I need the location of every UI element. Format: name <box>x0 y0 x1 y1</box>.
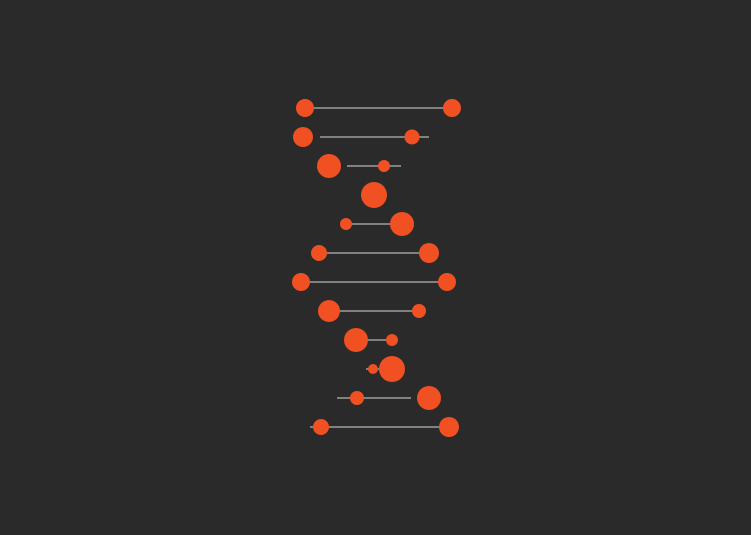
helix-dot-left <box>311 245 327 261</box>
helix-rung <box>310 417 459 437</box>
helix-dot-right <box>417 386 441 410</box>
helix-dot-left <box>293 127 313 147</box>
helix-dot-left <box>317 154 341 178</box>
helix-rung <box>344 328 398 352</box>
helix-rung <box>340 212 414 236</box>
helix-dot-right <box>438 273 456 291</box>
helix-dot-left <box>344 328 368 352</box>
helix-dot-right <box>443 99 461 117</box>
helix-dot-right <box>390 212 414 236</box>
helix-dot-left <box>292 273 310 291</box>
helix-dot-left <box>340 218 352 230</box>
helix-dot-right <box>404 129 420 145</box>
helix-dot-left <box>318 300 340 322</box>
helix-dot-right <box>378 160 390 172</box>
helix-dot-right <box>386 334 398 346</box>
helix-rung <box>318 300 426 322</box>
helix-rung <box>361 182 387 208</box>
helix-rung <box>292 273 456 291</box>
helix-rung <box>293 127 429 147</box>
helix-dot-right <box>379 356 405 382</box>
helix-dot-left <box>313 419 329 435</box>
helix-dot-right <box>419 243 439 263</box>
helix-dot-right <box>439 417 459 437</box>
helix-rung <box>366 356 405 382</box>
helix-dot-right <box>412 304 426 318</box>
helix-rung <box>311 243 439 263</box>
helix-dot-left <box>350 391 364 405</box>
helix-dot-left <box>368 364 378 374</box>
helix-rung <box>337 386 441 410</box>
helix-rungs <box>292 99 461 437</box>
helix-dot-left <box>296 99 314 117</box>
helix-rung <box>317 154 401 178</box>
helix-rung <box>296 99 461 117</box>
helix-dot-left <box>361 182 387 208</box>
